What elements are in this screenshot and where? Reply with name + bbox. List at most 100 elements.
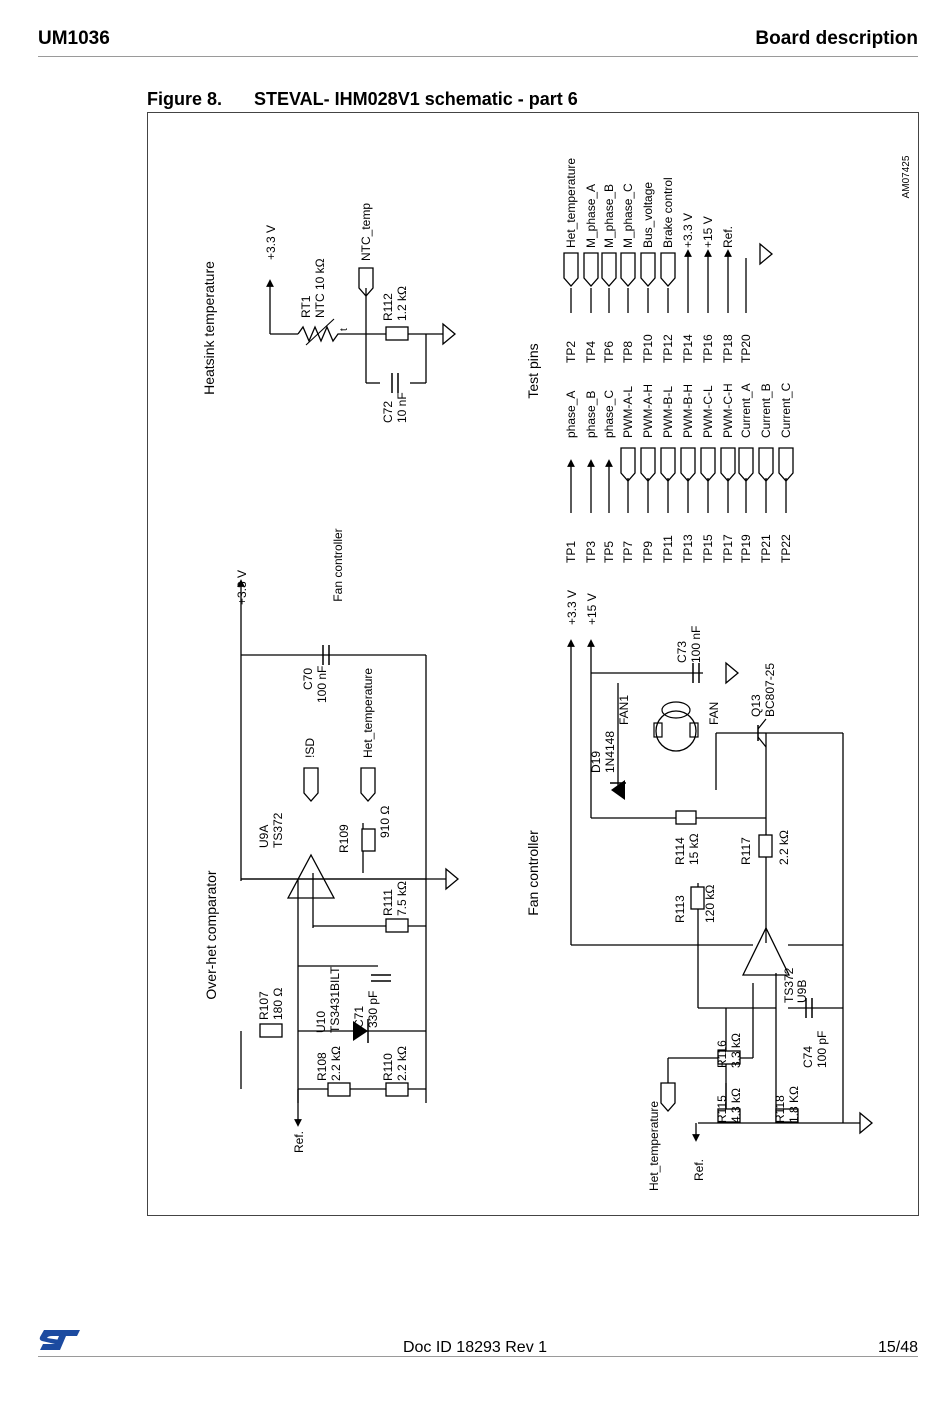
test-pin-tp11: TP11 [661, 535, 675, 563]
r109-symbol [361, 828, 376, 852]
isd-net-label: !SD [303, 738, 317, 758]
u9a-ref: U9A [257, 825, 271, 848]
test-pin-port-tp8 [620, 252, 636, 287]
test-pin-signal-tp11: PWM-B-L [661, 386, 675, 438]
test-pin-tp4: TP4 [584, 341, 598, 363]
c70-value: 100 nF [315, 666, 329, 703]
u10-shunt-symbol [353, 1019, 369, 1043]
c73-label: C73 [675, 641, 689, 663]
r109-value: 910 Ω [378, 806, 392, 838]
test-pin-port-tp21 [758, 447, 774, 482]
fan-label: FAN [707, 702, 721, 725]
test-pin-tp8: TP8 [621, 341, 635, 363]
test-pin-port-tp7 [620, 447, 636, 482]
r114-symbol [675, 810, 697, 825]
fan-motor-symbol [653, 701, 699, 752]
c70-label: C70 [301, 668, 315, 690]
rail-label-ref-overhet: Ref. [292, 1131, 306, 1153]
schematic: AM07425 [201, 155, 912, 1191]
test-pin-signal-tp2: Het_temperature [564, 158, 578, 248]
r110-value: 2.2 kΩ [395, 1046, 409, 1081]
d19-diode-symbol [610, 780, 626, 800]
test-pin-tp6: TP6 [602, 341, 616, 363]
c73-value: 100 nF [689, 626, 703, 663]
r113-label: R113 [673, 895, 687, 923]
r117-symbol [758, 834, 773, 858]
het-temp-port-top [360, 767, 376, 802]
ntc-temp-net-label: NTC_temp [359, 203, 373, 261]
r107-label: R107 [257, 991, 271, 1020]
d19-label: D19 [589, 751, 603, 773]
u9b-opamp [741, 926, 791, 976]
ntc-temp-port [358, 267, 374, 297]
c74-symbol [805, 998, 813, 1018]
r115-symbol [717, 1108, 741, 1123]
c74-label: C74 [801, 1046, 815, 1068]
isd-port [303, 767, 319, 802]
test-pin-tp7: TP7 [621, 541, 635, 563]
document-id: Doc ID 18293 Rev 1 [402, 1339, 548, 1356]
test-pin-tp2: TP2 [564, 341, 578, 363]
test-pin-signal-tp21: Current_B [759, 383, 773, 438]
test-pin-tp18: TP18 [721, 334, 735, 363]
rt1-value: NTC 10 kΩ [313, 258, 327, 318]
c71-label: C71 [352, 1006, 366, 1028]
block-label-fan: Fan controller [525, 830, 541, 916]
ground-symbol-fan [859, 1111, 874, 1135]
test-pin-tp19: TP19 [739, 534, 753, 563]
test-pin-tp9: TP9 [641, 541, 655, 563]
page-number: 15/48 [877, 1339, 918, 1356]
r108-value: 2.2 kΩ [329, 1046, 343, 1081]
test-pin-signal-tp15: PWM-C-L [701, 385, 715, 438]
r116-symbol [717, 1050, 741, 1065]
test-pin-signal-tp17: PWM-C-H [721, 383, 735, 438]
test-pin-signal-tp14: +3.3 V [681, 213, 695, 248]
test-pin-tp17: TP17 [721, 534, 735, 563]
test-pin-port-tp12 [660, 252, 676, 287]
r118-symbol [775, 1108, 799, 1123]
block-label-test-pins: Test pins [525, 343, 541, 398]
section-title: Board description [755, 28, 918, 49]
r117-value: 2.2 kΩ [777, 830, 791, 865]
c71-symbol [371, 974, 391, 982]
test-pin-port-tp6 [601, 252, 617, 287]
figure-caption: Figure 8.STEVAL- IHM028V1 schematic - pa… [147, 89, 578, 110]
ground-symbol-c73 [725, 661, 740, 685]
c72-symbol [391, 373, 399, 393]
r117-label: R117 [739, 837, 753, 865]
het-temp-net-label-top: Het_temperature [361, 668, 375, 758]
r113-value: 120 kΩ [703, 885, 717, 923]
test-pin-tp16: TP16 [701, 334, 715, 363]
rt1-t-marker: t [339, 328, 350, 331]
header-rule [38, 56, 918, 57]
test-pin-tp1: TP1 [564, 541, 578, 563]
r111-symbol [385, 918, 409, 933]
rail-label-33v-overhet: +3.3 V [235, 570, 249, 605]
q13-label: Q13 [749, 694, 763, 717]
r112-symbol [385, 326, 409, 341]
test-pin-ports [563, 252, 794, 482]
het-temp-port-fan [660, 1082, 676, 1112]
test-pin-signal-tp12: Brake control [661, 177, 675, 248]
test-pin-port-tp2 [563, 252, 579, 287]
figure-title: STEVAL- IHM028V1 schematic - part 6 [254, 89, 578, 109]
test-pin-signal-tp10: Bus_voltage [641, 182, 655, 248]
footer-rule [38, 1356, 918, 1357]
c71-value: 330 pF [366, 991, 380, 1028]
r108-label: R108 [315, 1052, 329, 1081]
r116-value: 3.3 kΩ [729, 1033, 743, 1068]
fan1-label: FAN1 [617, 695, 631, 725]
r112-label: R112 [381, 293, 395, 321]
r108-symbol [327, 1082, 351, 1097]
test-pin-tp5: TP5 [602, 541, 616, 563]
test-pin-signal-tp6: M_phase_B [602, 184, 616, 248]
test-pin-tp3: TP3 [584, 541, 598, 563]
test-pin-port-tp15 [700, 447, 716, 482]
r110-label: R110 [381, 1053, 395, 1081]
test-pin-tp13: TP13 [681, 534, 695, 563]
figure-frame: AM07425 [147, 112, 919, 1216]
r111-value: 7.5 kΩ [395, 881, 409, 916]
test-pin-tp12: TP12 [661, 334, 675, 363]
test-pin-port-tp11 [660, 447, 676, 482]
block-label-heatsink: Heatsink temperature [201, 261, 217, 395]
